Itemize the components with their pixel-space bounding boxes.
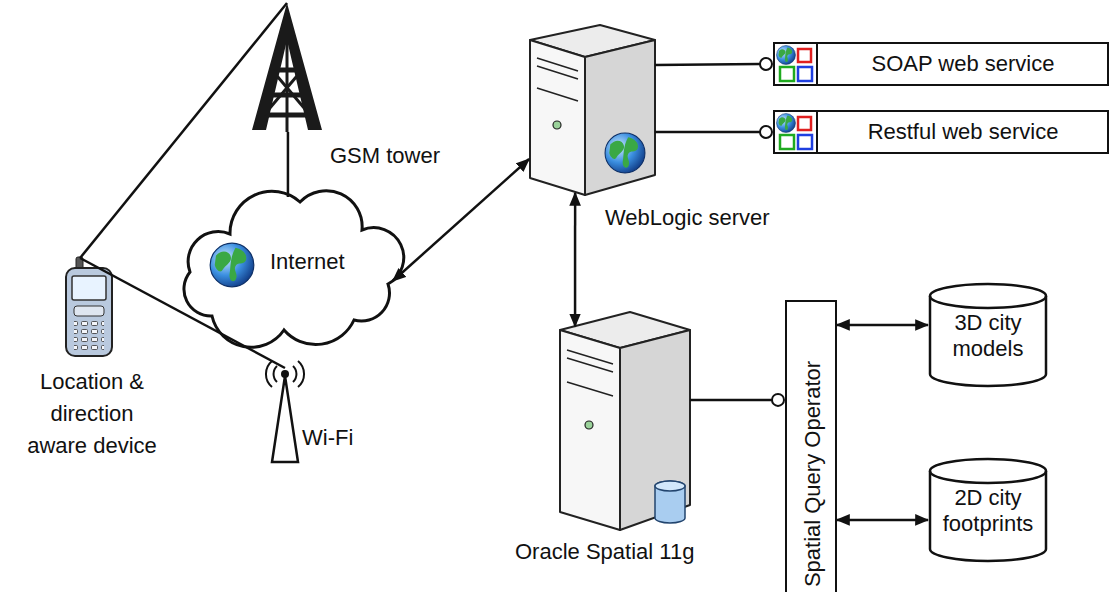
server-icon (530, 25, 655, 195)
wifi-antenna-icon (266, 361, 304, 462)
database-cylinder: 3D city models (928, 282, 1048, 388)
globe-icon (605, 133, 645, 173)
device-node: Location & direction aware device (5, 250, 180, 500)
database-icon (655, 481, 685, 523)
database-cylinder: 2D city footprints (928, 457, 1048, 563)
node-label: WebLogic server (605, 204, 770, 232)
node-label: Spatial Query Operator (799, 361, 827, 587)
link-line (80, 3, 287, 258)
service-box: Restful web service (773, 110, 1109, 154)
cylinder-rim (930, 296, 1046, 308)
node-label: 3D city models (928, 282, 1048, 369)
arrow-connector (393, 159, 529, 281)
cloud-shape (184, 191, 404, 348)
node-label: 2D city footprints (928, 457, 1048, 544)
interface-socket (772, 394, 784, 406)
service-icon (777, 42, 818, 86)
node-label: Internet (270, 248, 345, 276)
node-label: Restful web service (819, 112, 1107, 152)
server-node: WebLogic server (520, 18, 780, 235)
globe-icon (210, 243, 254, 287)
arrow-connector (837, 324, 928, 327)
link-line (655, 63, 760, 66)
node-label: Oracle Spatial 11g (515, 538, 694, 566)
service-icon (777, 110, 818, 154)
cloud-node: Internet (172, 188, 402, 338)
service-box: SOAP web service (773, 42, 1109, 86)
gsm-tower-icon (252, 3, 322, 132)
arrow-connector (574, 193, 577, 326)
cylinder-rim (930, 471, 1046, 483)
link-line (80, 258, 285, 368)
link-line (690, 399, 772, 402)
tower-node: GSM tower (245, 2, 435, 172)
database-server-node: Oracle Spatial 11g (510, 308, 750, 570)
operator-bar: Spatial Query Operator (785, 300, 837, 592)
node-label: GSM tower (330, 142, 440, 170)
wifi-node: Wi-Fi (250, 362, 360, 467)
arrow-connector (837, 519, 928, 522)
node-label: Location & direction aware device (23, 366, 161, 462)
link-line (287, 132, 290, 197)
server-icon (560, 312, 690, 530)
link-line (655, 131, 760, 134)
interface-socket (760, 126, 772, 138)
node-label: SOAP web service (819, 44, 1107, 84)
interface-socket (760, 58, 772, 70)
node-label: Wi-Fi (302, 424, 353, 452)
